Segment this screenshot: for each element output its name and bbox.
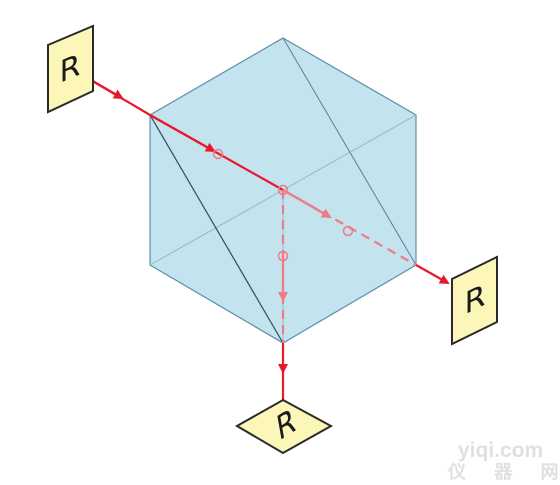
image-card-reflected: R xyxy=(234,398,334,455)
card-letter-input: R xyxy=(60,47,81,90)
card-plate xyxy=(234,398,334,455)
polarization-marker xyxy=(277,250,289,262)
card-letter-transmitted: R xyxy=(465,278,486,322)
polarization-marker xyxy=(277,184,289,196)
watermark-latin: yiqi.com xyxy=(458,439,543,462)
transmitted-internal-arrow xyxy=(282,189,332,218)
transmitted-internal-beam xyxy=(282,189,417,266)
site-watermark: yiqi.com 仪 器 网 xyxy=(447,439,560,483)
splitter-diagonal xyxy=(149,114,284,344)
card-plate xyxy=(47,24,94,114)
object-card-input: R xyxy=(47,24,94,114)
polarization-marker xyxy=(342,225,354,237)
internal-beam-arrow xyxy=(149,114,216,152)
splitter-diagonal xyxy=(282,37,417,266)
cube-hidden-edge xyxy=(149,189,284,266)
transmitted-beam xyxy=(415,264,450,284)
light-beams xyxy=(83,75,450,410)
image-card-transmitted: R xyxy=(451,255,498,346)
watermark-cjk: 仪 器 网 xyxy=(447,462,560,483)
cube-hidden-edge xyxy=(282,114,417,191)
card-plate xyxy=(451,255,498,346)
polarization-marker xyxy=(212,148,224,160)
